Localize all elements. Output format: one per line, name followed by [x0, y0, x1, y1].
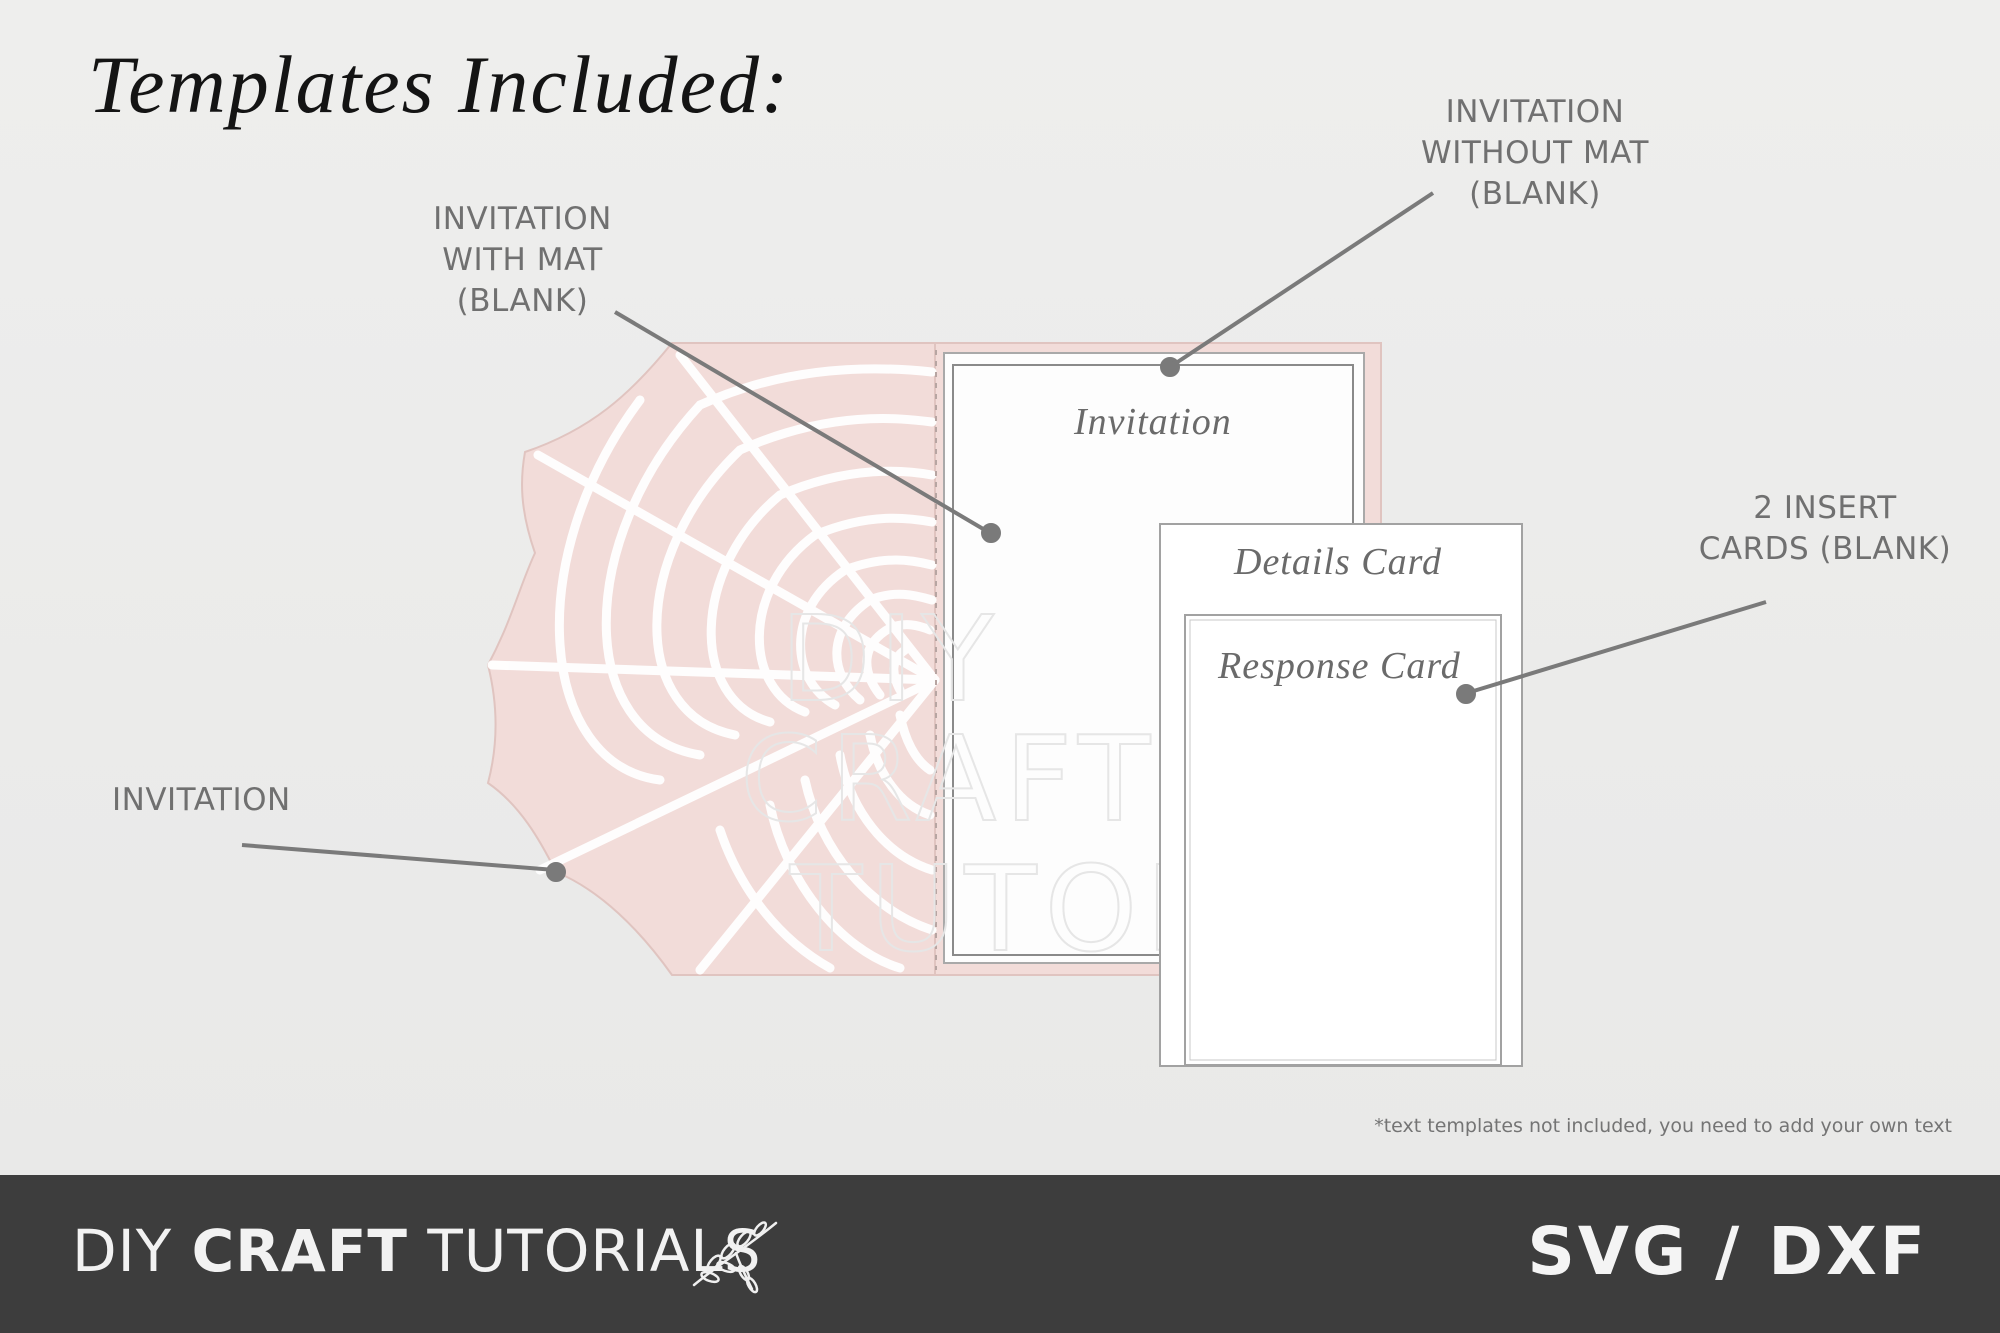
leader-dot-without-mat [1160, 357, 1180, 377]
brand-diy: DIY [72, 1217, 192, 1285]
callout-line: 2 INSERT [1753, 490, 1897, 526]
leader-dot-with-mat [981, 523, 1001, 543]
file-formats: SVG / DXF [1527, 1213, 1928, 1290]
response-card [1184, 614, 1502, 1066]
leader-dot-inserts [1456, 684, 1476, 704]
spiderweb-pattern [487, 350, 940, 975]
callout-line: INVITATION [433, 201, 612, 237]
callout-insert-cards: 2 INSERT CARDS (BLANK) [1680, 488, 1970, 570]
brand-name: DIY CRAFT TUTORIALS [72, 1217, 762, 1285]
callout-line: WITHOUT MAT [1421, 135, 1649, 171]
footnote: *text templates not included, you need t… [1374, 1115, 1952, 1137]
response-card-label: Response Card [1218, 645, 1461, 687]
callout-line: WITH MAT [442, 242, 603, 278]
callout-invitation-without-mat: INVITATION WITHOUT MAT (BLANK) [1380, 92, 1690, 215]
svg-text:DIY: DIY [780, 590, 1002, 728]
leader-dot-invitation [546, 862, 566, 882]
brand-craft: CRAFT [191, 1217, 408, 1285]
page-title: Templates Included: [88, 39, 791, 130]
template-illustration: DIY CRAFT TUTORIALS [241, 191, 1767, 1067]
footer-bar: DIY CRAFT TUTORIALS SVG / DXF [0, 1175, 2000, 1333]
response-card-inner [1189, 619, 1497, 1061]
invitation-card-label: Invitation [1074, 401, 1232, 443]
callout-line: (BLANK) [1469, 176, 1601, 212]
svg-text:CRAFT: CRAFT [740, 710, 1158, 848]
leaf-sprig-icon [692, 1221, 778, 1294]
callout-line: CARDS (BLANK) [1698, 531, 1952, 567]
brand-tutorials: TUTORIALS [407, 1217, 762, 1285]
callout-invitation: INVITATION [112, 782, 291, 818]
callout-line: (BLANK) [456, 283, 589, 319]
callout-invitation-with-mat: INVITATION WITH MAT (BLANK) [400, 199, 645, 322]
leader-lines [241, 191, 1767, 882]
callout-line: INVITATION [1445, 94, 1625, 130]
details-card-label: Details Card [1234, 541, 1442, 583]
